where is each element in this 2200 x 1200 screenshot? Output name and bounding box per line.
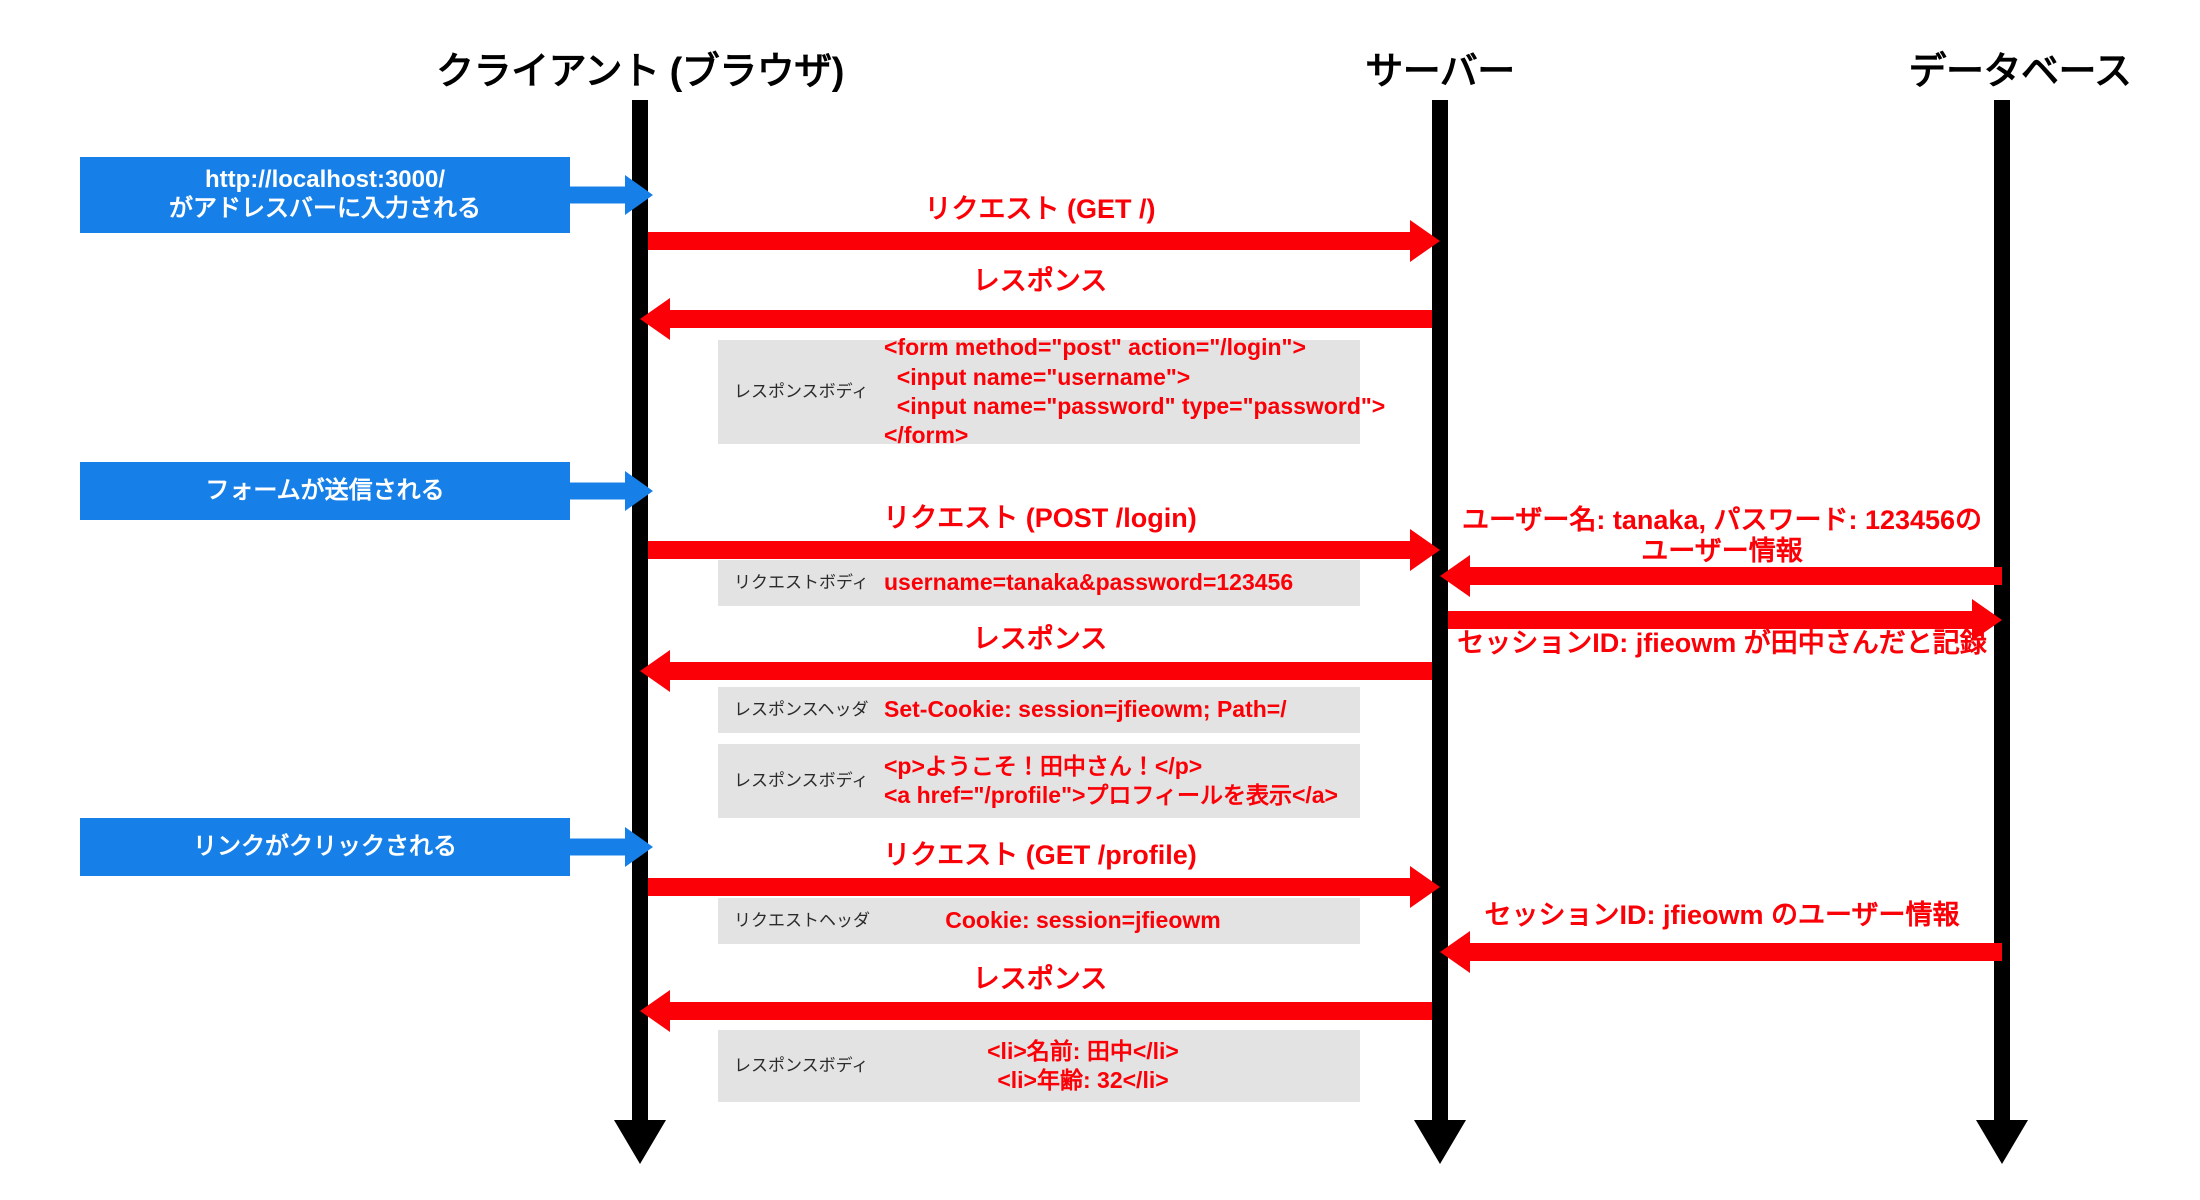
- note-url-entered: http://localhost:3000/ がアドレスバーに入力される: [80, 157, 653, 233]
- message-label-db-query-user-line1: ユーザー名: tanaka, パスワード: 123456の: [1461, 505, 1983, 535]
- message-arrow-response-2: [640, 650, 1432, 692]
- detail-request-header-1: リクエストヘッダ Cookie: session=jfieowm: [718, 898, 1360, 944]
- message-label-db-session-lookup: セッションID: jfieowm のユーザー情報: [1484, 900, 1960, 930]
- message-arrow-db-session-lookup: [1440, 931, 2002, 973]
- message-arrow-get-root: [648, 220, 1440, 262]
- detail-request-body-1: リクエストボディ username=tanaka&password=123456: [718, 560, 1360, 606]
- note-url-entered-arrow-icon: [625, 175, 653, 215]
- message-label-db-store-session: セッションID: jfieowm が田中さんだと記録: [1457, 628, 1987, 658]
- detail-response-body-1-key: レスポンスボディ: [734, 381, 869, 401]
- detail-response-body-1-value: <form method="post" action="/login"> <in…: [884, 334, 1386, 449]
- note-url-entered-arrow-shaft: [570, 186, 630, 204]
- detail-response-body-2: レスポンスボディ <p>ようこそ！田中さん！</p> <a href="/pro…: [718, 744, 1360, 818]
- detail-response-header-1-key: レスポンスヘッダ: [734, 699, 869, 719]
- lifeline-client: [632, 100, 648, 1122]
- detail-response-header-1: レスポンスヘッダ Set-Cookie: session=jfieowm; Pa…: [718, 687, 1360, 733]
- message-label-db-query-user-line2: ユーザー情報: [1641, 536, 1803, 567]
- note-link-clicked-arrow-shaft: [570, 838, 630, 856]
- participant-label-client: クライアント (ブラウザ): [436, 51, 844, 93]
- message-arrow-db-query-user: [1440, 555, 2002, 597]
- detail-response-body-2-value: <p>ようこそ！田中さん！</p> <a href="/profile">プロフ…: [884, 752, 1338, 808]
- lifeline-client-end-arrow-icon: [614, 1120, 666, 1164]
- note-url-entered-line1: http://localhost:3000/: [204, 166, 446, 194]
- message-label-response-1: レスポンス: [972, 266, 1108, 296]
- detail-response-body-2-key: レスポンスボディ: [734, 770, 869, 790]
- detail-response-body-3-value: <li>名前: 田中</li> <li>年齢: 32</li>: [987, 1037, 1179, 1093]
- detail-response-body-3-key: レスポンスボディ: [734, 1055, 869, 1075]
- message-arrow-response-3: [640, 990, 1432, 1032]
- message-label-response-2: レスポンス: [972, 624, 1108, 654]
- detail-request-body-1-key: リクエストボディ: [734, 572, 869, 592]
- note-form-submitted-arrow-shaft: [570, 482, 630, 500]
- detail-request-body-1-value: username=tanaka&password=123456: [884, 569, 1294, 596]
- message-label-response-3: レスポンス: [972, 964, 1108, 994]
- message-label-db-query-user: ユーザー名: tanaka, パスワード: 123456の ユーザー情報: [1452, 505, 1992, 567]
- note-form-submitted-label: フォームが送信される: [205, 476, 445, 504]
- message-arrow-get-profile: [648, 866, 1440, 908]
- note-form-submitted: フォームが送信される: [80, 462, 653, 520]
- note-link-clicked-arrow-icon: [625, 827, 653, 867]
- message-arrow-db-store-session: [1448, 599, 2002, 641]
- participant-label-server: サーバー: [1365, 51, 1515, 93]
- note-link-clicked-label: リンクがクリックされる: [193, 832, 457, 860]
- message-label-post-login: リクエスト (POST /login): [883, 503, 1197, 533]
- detail-request-header-1-key: リクエストヘッダ: [734, 910, 870, 930]
- message-arrow-response-1: [640, 298, 1432, 340]
- message-arrow-post-login: [648, 529, 1440, 571]
- message-label-get-profile: リクエスト (GET /profile): [883, 840, 1197, 870]
- note-form-submitted-arrow-icon: [625, 471, 653, 511]
- lifeline-database: [1994, 100, 2010, 1122]
- detail-response-body-3: レスポンスボディ <li>名前: 田中</li> <li>年齢: 32</li>: [718, 1030, 1360, 1102]
- note-url-entered-line2: がアドレスバーに入力される: [169, 195, 481, 222]
- detail-response-header-1-value: Set-Cookie: session=jfieowm; Path=/: [884, 696, 1287, 723]
- note-link-clicked: リンクがクリックされる: [80, 818, 653, 876]
- message-label-get-root: リクエスト (GET /): [924, 194, 1156, 224]
- participant-label-database: データベース: [1908, 51, 2132, 93]
- lifeline-database-end-arrow-icon: [1976, 1120, 2028, 1164]
- detail-request-header-1-value: Cookie: session=jfieowm: [945, 907, 1221, 934]
- detail-response-body-1: レスポンスボディ <form method="post" action="/lo…: [718, 334, 1385, 448]
- lifeline-server-end-arrow-icon: [1414, 1120, 1466, 1164]
